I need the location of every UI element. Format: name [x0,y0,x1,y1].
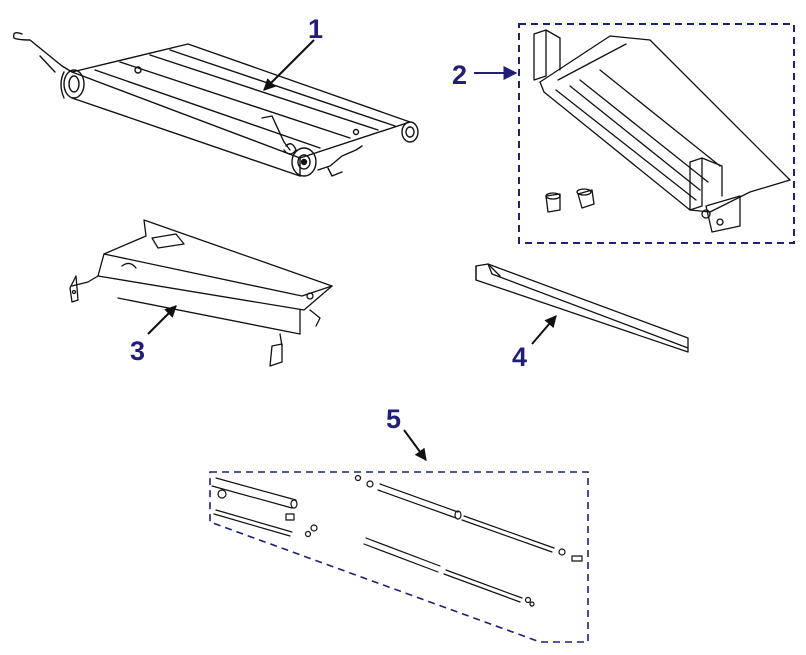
part-5-rod-kit [212,476,582,607]
part-5-dashed-box [209,471,589,643]
callout-label-5: 5 [386,404,402,434]
callout-label-1: 1 [308,14,324,44]
part-3-plate [70,220,332,366]
callout-label-3: 3 [130,336,146,366]
callout-arrows [147,39,557,461]
callout-label-2: 2 [452,60,468,90]
part-2-tray-bracket [534,30,790,232]
part-1-roller-assembly [14,33,418,176]
callout-5-arrow [403,429,427,461]
part-4-bar [476,264,688,352]
callout-1-arrow [263,39,315,91]
callout-4-arrow [531,315,557,345]
callout-label-4: 4 [512,342,528,372]
part-2-dashed-box [518,23,795,244]
callout-3-arrow [147,305,177,335]
